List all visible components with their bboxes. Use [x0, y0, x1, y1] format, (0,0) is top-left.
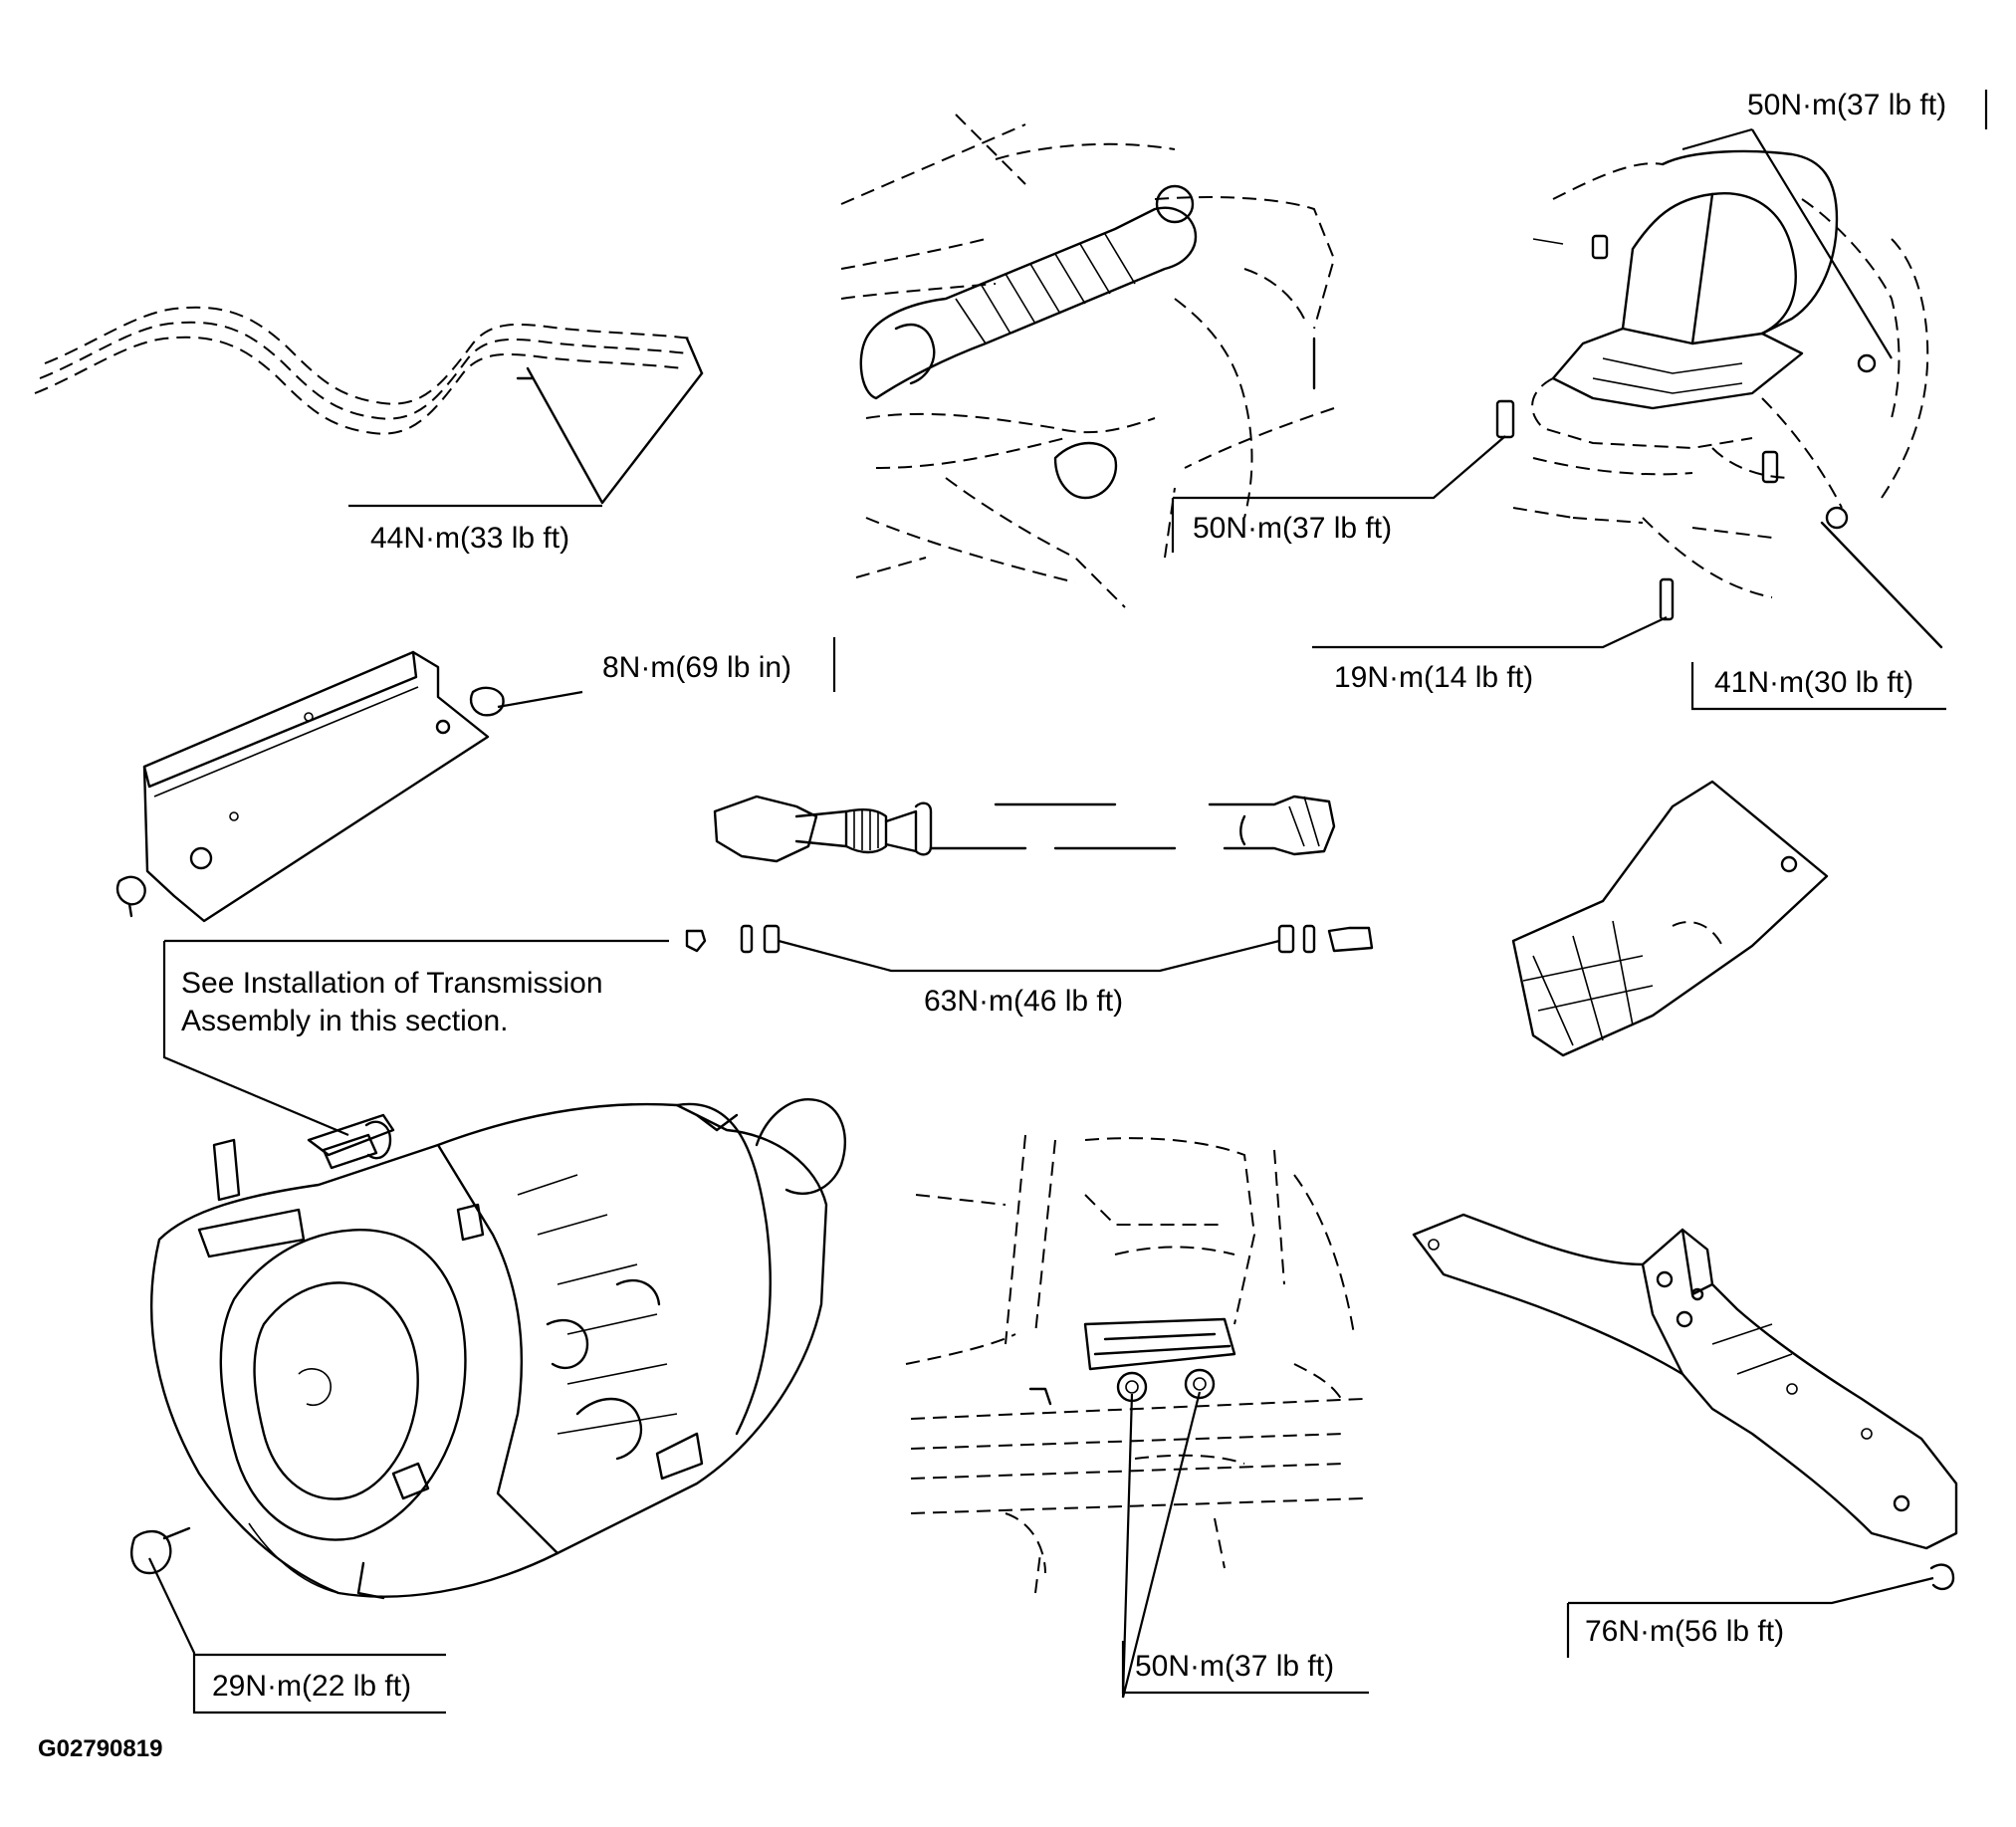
rear-mount-part: [905, 1134, 1365, 1594]
leader-line: [1121, 1391, 1202, 1699]
figure-id: G02790819: [38, 1735, 162, 1762]
transmission-bolt-bottom: [130, 1526, 191, 1575]
torque-label-transfer-right: 41N·m(30 lb ft): [1714, 666, 1913, 699]
note-line-1: See Installation of Transmission: [181, 967, 603, 1000]
torque-label-transfer-bottom: 19N·m(14 lb ft): [1334, 661, 1533, 694]
torque-label-transfer-left: 50N·m(37 lb ft): [1193, 512, 1392, 545]
note-line-2: Assembly in this section.: [181, 1005, 508, 1037]
pipe-part: [34, 306, 704, 505]
torque-label-crossmember: 76N·m(56 lb ft): [1585, 1615, 1784, 1648]
leader-line: [162, 941, 349, 1137]
skid-plate-part: [1511, 780, 1829, 1057]
torque-label-shaft: 63N·m(46 lb ft): [924, 985, 1123, 1018]
heat-shield-plate-part: [115, 650, 505, 923]
shift-linkage-part: [840, 114, 1336, 608]
shaft-bolts-part: [685, 924, 1374, 954]
transfer-case-part: [1495, 149, 1943, 649]
leader-line: [1690, 662, 1946, 711]
torque-label-pipe: 44N·m(33 lb ft): [370, 522, 569, 555]
leader-line: [1568, 1576, 1934, 1605]
leader-line: [1312, 616, 1668, 649]
torque-label-mount: 50N·m(37 lb ft): [1135, 1650, 1334, 1683]
propeller-shaft-part: [713, 795, 1336, 863]
leader-line: [497, 690, 583, 709]
leader-line: [1121, 1641, 1369, 1695]
transmission-bolt-top: [322, 1120, 392, 1170]
transmission-assembly-part: [149, 1098, 846, 1600]
leader-line: [778, 939, 1280, 973]
leader-line: [148, 1557, 446, 1714]
crossmember-part: [1412, 1213, 1958, 1591]
torque-label-plate: 8N·m(69 lb in): [602, 651, 791, 684]
torque-label-transfer-top: 50N·m(37 lb ft): [1747, 89, 1946, 121]
leader-line: [1171, 435, 1506, 553]
torque-label-transmission: 29N·m(22 lb ft): [212, 1670, 411, 1703]
leader-line: [1681, 127, 1893, 359]
